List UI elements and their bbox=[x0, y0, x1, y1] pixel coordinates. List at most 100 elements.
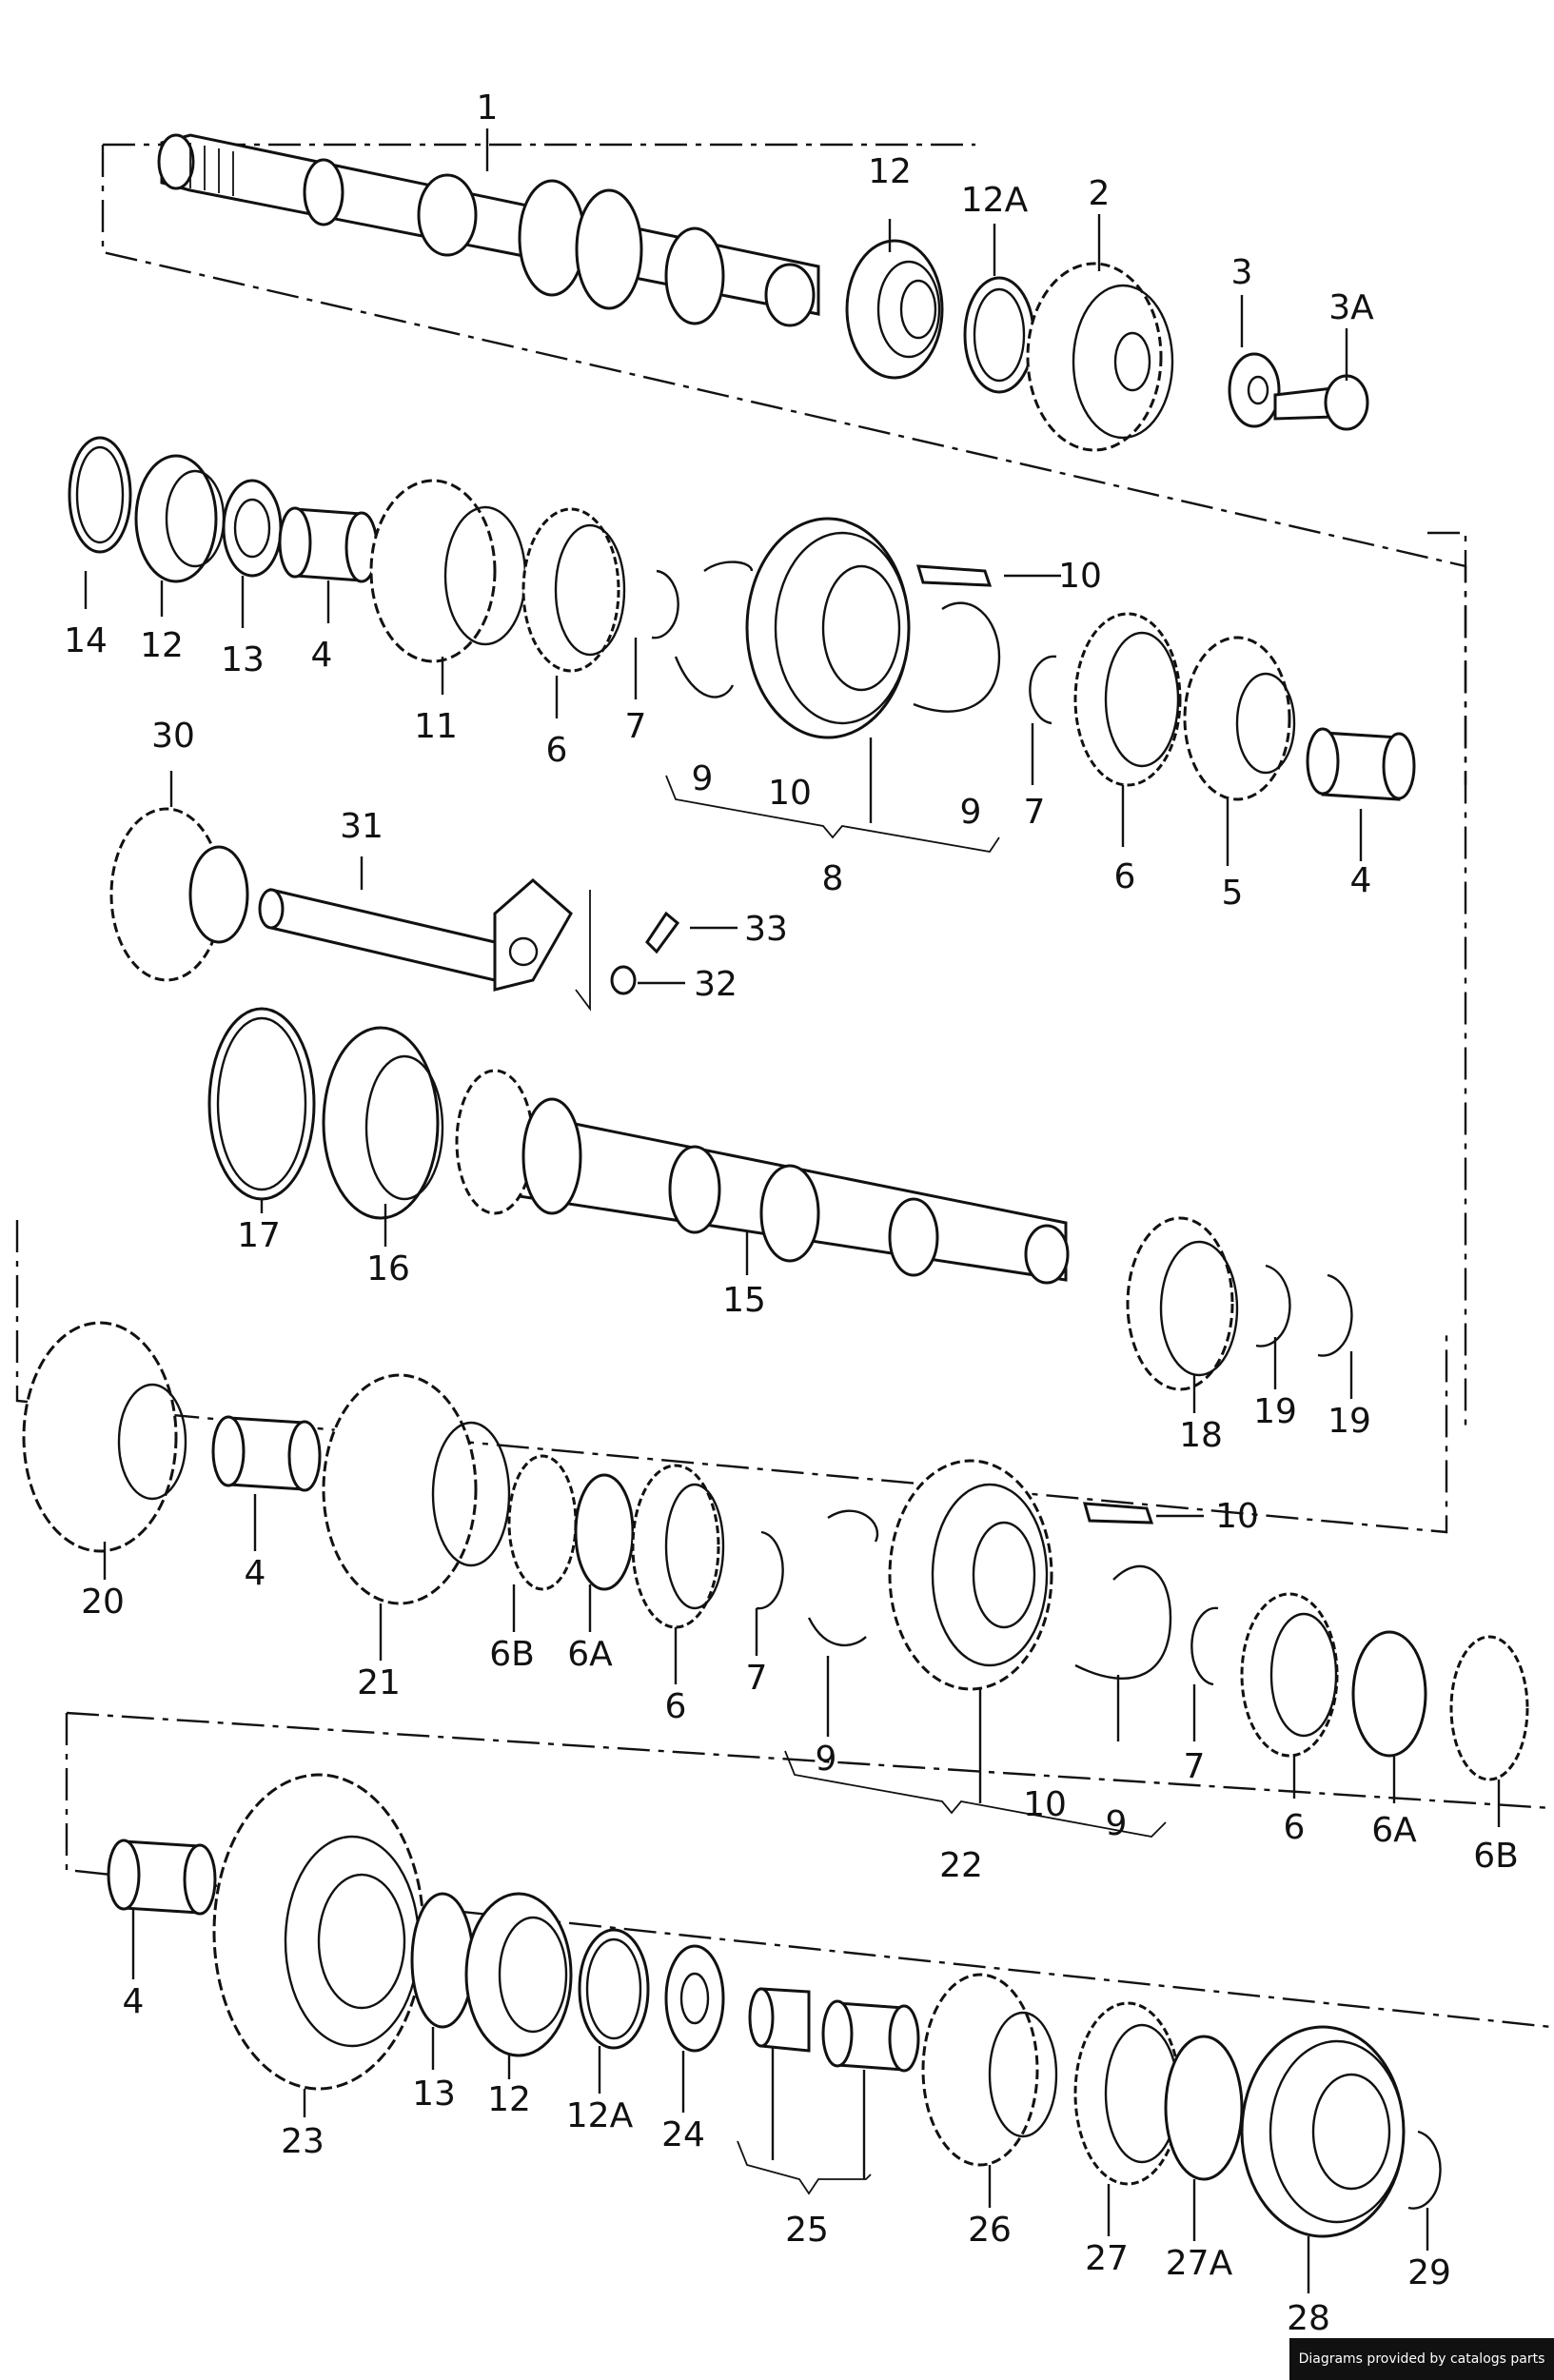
needle-bearing-4-row2b bbox=[1306, 727, 1416, 801]
ring-27A bbox=[1164, 2035, 1244, 2181]
callout-32: 32 bbox=[694, 965, 738, 1004]
callout-29: 29 bbox=[1407, 2253, 1451, 2292]
callout-5: 5 bbox=[1222, 874, 1244, 913]
spring-9-row5b bbox=[1074, 1564, 1172, 1680]
bushing-25a bbox=[748, 1987, 811, 2053]
synchro-ring-6-row2a bbox=[521, 507, 626, 673]
synchro-ring-6-row2b bbox=[1073, 612, 1182, 787]
callout-9: 9 bbox=[816, 1740, 837, 1779]
callout-21: 21 bbox=[357, 1663, 401, 1702]
needle-bearing-4-row2a bbox=[278, 506, 379, 583]
circlip-19b bbox=[1317, 1273, 1353, 1357]
spring-ring-7-row2a bbox=[651, 569, 679, 639]
callout-7: 7 bbox=[1024, 793, 1046, 832]
callout-6A: 6A bbox=[567, 1635, 613, 1674]
callout-19: 19 bbox=[1328, 1402, 1371, 1441]
gear-5 bbox=[1183, 636, 1296, 801]
callout-7: 7 bbox=[746, 1659, 768, 1698]
spring-ring-7-row5b bbox=[1190, 1606, 1219, 1686]
callout-15: 15 bbox=[722, 1281, 766, 1320]
callout-10: 10 bbox=[1023, 1785, 1067, 1824]
callout-1: 1 bbox=[477, 89, 499, 128]
gear-23 bbox=[212, 1773, 425, 2091]
callout-6B: 6B bbox=[1473, 1837, 1519, 1876]
reverse-gear-30 bbox=[109, 807, 249, 982]
callout-26: 26 bbox=[968, 2211, 1012, 2250]
callout-12A: 12A bbox=[566, 2096, 634, 2135]
spring-9-row5a bbox=[807, 1509, 879, 1646]
washer-13-row2 bbox=[222, 479, 283, 578]
synchro-ring-6B-row5 bbox=[507, 1454, 578, 1591]
callout-10-key: 10 bbox=[1058, 557, 1102, 596]
washer-24 bbox=[664, 1944, 725, 2053]
callout-7: 7 bbox=[1184, 1747, 1206, 1786]
callout-6: 6 bbox=[546, 731, 568, 770]
callout-9: 9 bbox=[1106, 1804, 1128, 1843]
circlip-14 bbox=[68, 436, 132, 554]
catalog-credit-text: Diagrams provided by catalogs parts bbox=[1298, 2351, 1545, 2367]
circlip-19a bbox=[1255, 1264, 1291, 1347]
callout-18: 18 bbox=[1179, 1416, 1223, 1455]
assembly-outlines bbox=[15, 143, 1552, 2029]
synchro-hub-8 bbox=[745, 517, 911, 739]
key-10-row2 bbox=[915, 564, 993, 587]
needle-bearing-25b bbox=[821, 1999, 920, 2073]
callout-12: 12 bbox=[487, 2080, 531, 2119]
circlip-17 bbox=[207, 1007, 316, 1201]
bearing-12-row2 bbox=[134, 454, 226, 583]
callout-23: 23 bbox=[281, 2122, 325, 2161]
spring-ring-7-row2b bbox=[1029, 655, 1057, 725]
gear-2 bbox=[1026, 262, 1174, 452]
callout-4: 4 bbox=[123, 1982, 145, 2021]
callout-31: 31 bbox=[340, 807, 384, 846]
spring-9-row2b bbox=[913, 601, 1001, 713]
callout-8: 8 bbox=[822, 859, 844, 898]
callout-11: 11 bbox=[414, 707, 458, 746]
callout-6B: 6B bbox=[489, 1635, 535, 1674]
callout-20: 20 bbox=[81, 1583, 125, 1622]
callout-17: 17 bbox=[237, 1216, 281, 1255]
gear-26 bbox=[921, 1973, 1058, 2167]
callout-6: 6 bbox=[1284, 1808, 1306, 1847]
bearing-12-top bbox=[845, 239, 944, 380]
gear-18 bbox=[1126, 1216, 1239, 1391]
gear-21 bbox=[322, 1373, 511, 1605]
circlip-12A-row6 bbox=[578, 1928, 650, 2050]
callout-24: 24 bbox=[661, 2115, 705, 2154]
callout-12A: 12A bbox=[961, 181, 1029, 220]
bolt-33 bbox=[645, 911, 680, 954]
output-shaft-15 bbox=[455, 1069, 1070, 1285]
callout-12: 12 bbox=[868, 152, 912, 191]
synchro-hub-22 bbox=[888, 1459, 1053, 1691]
callout-12: 12 bbox=[140, 626, 184, 665]
callout-7: 7 bbox=[625, 707, 647, 746]
bearing-16 bbox=[322, 1026, 444, 1220]
synchro-ring-6-row5a bbox=[631, 1464, 725, 1629]
callout-10-key: 10 bbox=[1215, 1497, 1259, 1536]
gear-20 bbox=[22, 1321, 187, 1553]
callout-28: 28 bbox=[1287, 2299, 1330, 2338]
callout-16: 16 bbox=[366, 1249, 410, 1288]
callout-2: 2 bbox=[1089, 174, 1111, 213]
key-10-row5 bbox=[1082, 1502, 1154, 1524]
shaft-1 bbox=[157, 133, 820, 327]
callout-labels: 1 12 12A 2 3 3A 14 12 13 4 11 6 7 9 10 9… bbox=[64, 89, 1519, 2338]
callout-9: 9 bbox=[692, 759, 714, 798]
callout-19: 19 bbox=[1253, 1392, 1297, 1431]
callout-13: 13 bbox=[412, 2075, 456, 2114]
synchro-ring-6B-row5b bbox=[1449, 1635, 1529, 1781]
synchro-ring-6A-row5 bbox=[574, 1473, 635, 1591]
washer-32 bbox=[610, 965, 637, 995]
callout-6A: 6A bbox=[1371, 1811, 1417, 1850]
callout-30: 30 bbox=[151, 717, 195, 756]
leader-lines bbox=[84, 128, 1501, 2293]
synchro-hub-28 bbox=[1240, 2025, 1406, 2238]
callout-6: 6 bbox=[665, 1687, 687, 1726]
callout-33: 33 bbox=[744, 910, 788, 949]
callout-22: 22 bbox=[939, 1846, 983, 1885]
synchro-ring-27 bbox=[1073, 2001, 1182, 2186]
needle-bearing-4-row6 bbox=[107, 1839, 217, 1916]
synchro-ring-6A-row5b bbox=[1351, 1630, 1427, 1758]
washer-3 bbox=[1228, 352, 1281, 428]
